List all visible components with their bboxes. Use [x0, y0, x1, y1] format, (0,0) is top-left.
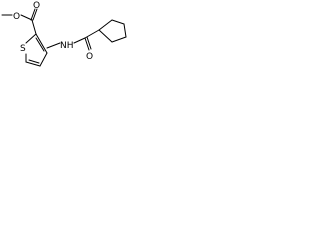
thiophene-sulfur-label: S	[20, 44, 26, 54]
bond-amide-carbonyl-double-a	[84, 37, 90, 51]
ester-carbonyl-oxygen-label: O	[33, 1, 40, 11]
bond-amide-carbon-to-cyclopentyl	[84, 29, 100, 39]
bond-cyclopentyl-4	[111, 36, 127, 43]
bond-ring-c3-to-nitrogen	[46, 42, 61, 49]
bond-ring-c5-to-c4-inner	[28, 59, 40, 64]
bond-ring-c3-to-c2-inner	[35, 37, 45, 52]
bond-ester-oxygen-to-carbonyl-carbon	[20, 14, 33, 21]
chemical-structure-diagram: O O S NH O	[1, 1, 127, 67]
bond-ring-c2-to-sulfur	[25, 33, 37, 44]
bond-cyclopentyl-2	[111, 19, 125, 25]
bond-ester-carbonyl-double-b	[32, 8, 38, 21]
amide-nitrogen-label: NH	[60, 41, 74, 51]
bond-cyclopentyl-1	[98, 19, 113, 31]
bond-amide-carbonyl-double-b	[86, 36, 92, 50]
bond-ring-c4-to-c3	[39, 52, 48, 67]
methoxy-oxygen-label: O	[13, 12, 20, 22]
bond-cyclopentyl-5	[98, 29, 113, 43]
bond-ester-carbonyl-double-a	[30, 8, 36, 21]
bond-ester-carbon-to-ring	[31, 19, 37, 35]
bond-ring-c5-to-c4	[25, 61, 41, 67]
bond-cyclopentyl-3	[123, 23, 127, 38]
bond-ring-c3-to-c2	[35, 33, 48, 54]
bond-nitrogen-to-amide-carbon	[73, 37, 86, 44]
amide-carbonyl-oxygen-label: O	[86, 52, 93, 62]
